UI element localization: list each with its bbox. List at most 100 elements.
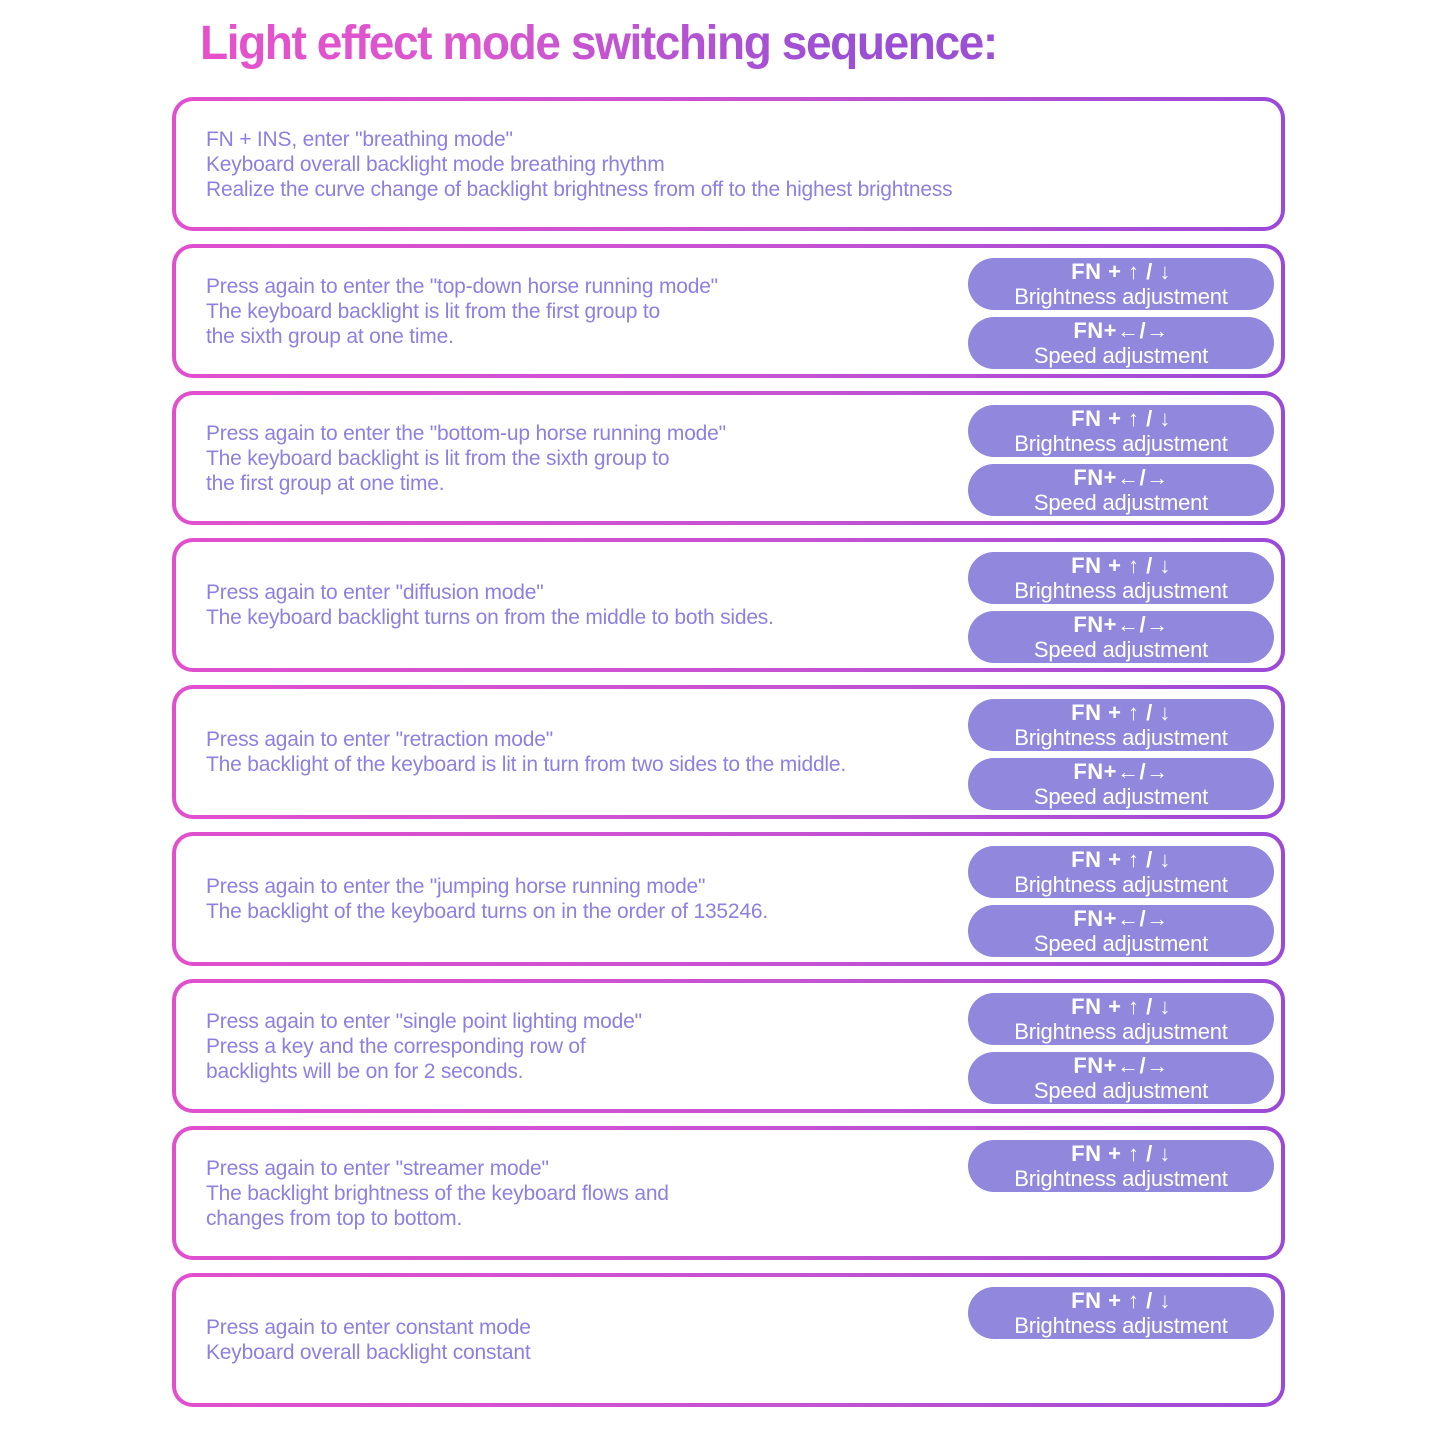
brightness-pill: FN + ↑ / ↓ Brightness adjustment (968, 993, 1274, 1045)
mode-box-inner: Press again to enter "streamer mode" The… (176, 1130, 1281, 1256)
speed-pill: FN+←/→ Speed adjustment (968, 758, 1274, 810)
mode-box-constant: Press again to enter constant mode Keybo… (172, 1273, 1285, 1407)
mode-description: Press again to enter the "top-down horse… (206, 274, 718, 349)
mode-box-diffusion: Press again to enter "diffusion mode" Th… (172, 538, 1285, 672)
mode-box-single-point: Press again to enter "single point light… (172, 979, 1285, 1113)
mode-line: backlights will be on for 2 seconds. (206, 1059, 524, 1083)
mode-line: Keyboard overall backlight mode breathin… (206, 152, 665, 176)
speed-keys: FN+←/→ (1073, 465, 1169, 490)
speed-keys: FN+←/→ (1073, 906, 1169, 931)
shortcut-pills: FN + ↑ / ↓ Brightness adjustment FN+←/→ … (968, 993, 1274, 1104)
mode-line: FN + INS, enter "breathing mode" (206, 127, 513, 151)
mode-description: Press again to enter constant mode Keybo… (206, 1315, 531, 1365)
brightness-keys: FN + ↑ / ↓ (1071, 553, 1171, 578)
mode-list: FN + INS, enter "breathing mode" Keyboar… (172, 97, 1285, 1420)
brightness-pill: FN + ↑ / ↓ Brightness adjustment (968, 1287, 1274, 1339)
mode-description: Press again to enter "single point light… (206, 1009, 642, 1084)
mode-description: FN + INS, enter "breathing mode" Keyboar… (206, 127, 953, 202)
brightness-label: Brightness adjustment (1014, 872, 1228, 897)
mode-line: Keyboard overall backlight constant (206, 1341, 531, 1364)
brightness-label: Brightness adjustment (1014, 725, 1228, 750)
mode-line: Press again to enter "retraction mode" (206, 728, 553, 751)
brightness-label: Brightness adjustment (1014, 578, 1228, 603)
mode-description: Press again to enter the "bottom-up hors… (206, 421, 726, 496)
mode-box-inner: Press again to enter "retraction mode" T… (176, 689, 1281, 815)
speed-label: Speed adjustment (1033, 490, 1209, 515)
speed-label: Speed adjustment (1033, 784, 1209, 809)
mode-box-retraction: Press again to enter "retraction mode" T… (172, 685, 1285, 819)
mode-description: Press again to enter "diffusion mode" Th… (206, 580, 774, 630)
brightness-keys: FN + ↑ / ↓ (1071, 1141, 1171, 1166)
brightness-pill: FN + ↑ / ↓ Brightness adjustment (968, 405, 1274, 457)
mode-box-inner: Press again to enter constant mode Keybo… (176, 1277, 1281, 1403)
mode-box-breathing: FN + INS, enter "breathing mode" Keyboar… (172, 97, 1285, 231)
speed-keys: FN+←/→ (1073, 759, 1169, 784)
brightness-keys: FN + ↑ / ↓ (1071, 1288, 1171, 1313)
mode-line: Press again to enter "streamer mode" (206, 1156, 549, 1180)
mode-box-inner: Press again to enter the "bottom-up hors… (176, 395, 1281, 521)
shortcut-pills: FN + ↑ / ↓ Brightness adjustment (968, 1287, 1274, 1339)
brightness-label: Brightness adjustment (1014, 431, 1228, 456)
mode-box-top-down: Press again to enter the "top-down horse… (172, 244, 1285, 378)
page-title: Light effect mode switching sequence: (200, 17, 998, 70)
mode-box-streamer: Press again to enter "streamer mode" The… (172, 1126, 1285, 1260)
shortcut-pills: FN + ↑ / ↓ Brightness adjustment FN+←/→ … (968, 552, 1274, 663)
mode-line: the first group at one time. (206, 471, 445, 495)
speed-keys: FN+←/→ (1073, 318, 1169, 343)
mode-line: Press again to enter the "jumping horse … (206, 875, 706, 898)
speed-pill: FN+←/→ Speed adjustment (968, 905, 1274, 957)
speed-keys: FN+←/→ (1073, 1053, 1169, 1078)
brightness-pill: FN + ↑ / ↓ Brightness adjustment (968, 552, 1274, 604)
mode-line: Press again to enter the "bottom-up hors… (206, 421, 726, 445)
mode-box-inner: Press again to enter the "top-down horse… (176, 248, 1281, 374)
mode-box-inner: FN + INS, enter "breathing mode" Keyboar… (176, 101, 1281, 227)
brightness-label: Brightness adjustment (1014, 1019, 1228, 1044)
mode-line: Realize the curve change of backlight br… (206, 177, 953, 201)
mode-line: changes from top to bottom. (206, 1206, 463, 1230)
mode-box-inner: Press again to enter "diffusion mode" Th… (176, 542, 1281, 668)
mode-line: Press again to enter "single point light… (206, 1009, 642, 1033)
brightness-keys: FN + ↑ / ↓ (1071, 994, 1171, 1019)
brightness-label: Brightness adjustment (1014, 1166, 1228, 1191)
mode-description: Press again to enter "retraction mode" T… (206, 727, 846, 777)
speed-pill: FN+←/→ Speed adjustment (968, 464, 1274, 516)
shortcut-pills: FN + ↑ / ↓ Brightness adjustment (968, 1140, 1274, 1192)
speed-pill: FN+←/→ Speed adjustment (968, 1052, 1274, 1104)
brightness-label: Brightness adjustment (1014, 284, 1228, 309)
mode-line: Press a key and the corresponding row of (206, 1034, 586, 1058)
shortcut-pills: FN + ↑ / ↓ Brightness adjustment FN+←/→ … (968, 405, 1274, 516)
brightness-pill: FN + ↑ / ↓ Brightness adjustment (968, 1140, 1274, 1192)
mode-line: The keyboard backlight is lit from the f… (206, 299, 660, 323)
brightness-pill: FN + ↑ / ↓ Brightness adjustment (968, 258, 1274, 310)
mode-line: The keyboard backlight is lit from the s… (206, 446, 670, 470)
mode-description: Press again to enter the "jumping horse … (206, 874, 768, 924)
speed-pill: FN+←/→ Speed adjustment (968, 317, 1274, 369)
mode-line: Press again to enter constant mode (206, 1316, 531, 1339)
mode-box-inner: Press again to enter "single point light… (176, 983, 1281, 1109)
shortcut-pills: FN + ↑ / ↓ Brightness adjustment FN+←/→ … (968, 699, 1274, 810)
brightness-pill: FN + ↑ / ↓ Brightness adjustment (968, 699, 1274, 751)
mode-line: The backlight of the keyboard is lit in … (206, 753, 847, 776)
mode-box-bottom-up: Press again to enter the "bottom-up hors… (172, 391, 1285, 525)
shortcut-pills: FN + ↑ / ↓ Brightness adjustment FN+←/→ … (968, 846, 1274, 957)
mode-line: The backlight of the keyboard turns on i… (206, 900, 768, 923)
brightness-label: Brightness adjustment (1014, 1313, 1228, 1338)
mode-line: the sixth group at one time. (206, 324, 454, 348)
mode-description: Press again to enter "streamer mode" The… (206, 1156, 669, 1231)
speed-label: Speed adjustment (1033, 1078, 1209, 1103)
brightness-keys: FN + ↑ / ↓ (1071, 700, 1171, 725)
brightness-keys: FN + ↑ / ↓ (1071, 259, 1171, 284)
brightness-keys: FN + ↑ / ↓ (1071, 406, 1171, 431)
mode-line: Press again to enter "diffusion mode" (206, 581, 544, 604)
mode-line: The keyboard backlight turns on from the… (206, 606, 774, 629)
shortcut-pills: FN + ↑ / ↓ Brightness adjustment FN+←/→ … (968, 258, 1274, 369)
mode-line: Press again to enter the "top-down horse… (206, 274, 718, 298)
brightness-keys: FN + ↑ / ↓ (1071, 847, 1171, 872)
speed-label: Speed adjustment (1033, 637, 1209, 662)
speed-keys: FN+←/→ (1073, 612, 1169, 637)
mode-box-jumping: Press again to enter the "jumping horse … (172, 832, 1285, 966)
speed-label: Speed adjustment (1033, 343, 1209, 368)
brightness-pill: FN + ↑ / ↓ Brightness adjustment (968, 846, 1274, 898)
mode-box-inner: Press again to enter the "jumping horse … (176, 836, 1281, 962)
mode-line: The backlight brightness of the keyboard… (206, 1181, 669, 1205)
